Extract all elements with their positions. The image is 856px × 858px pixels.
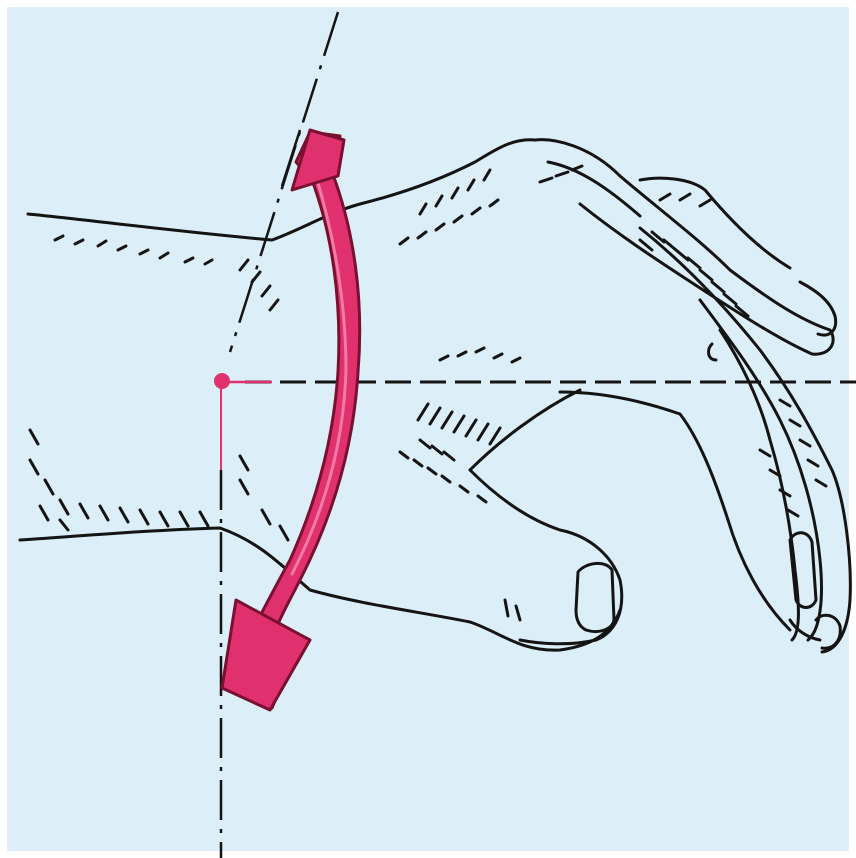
pivot-point <box>214 373 230 389</box>
